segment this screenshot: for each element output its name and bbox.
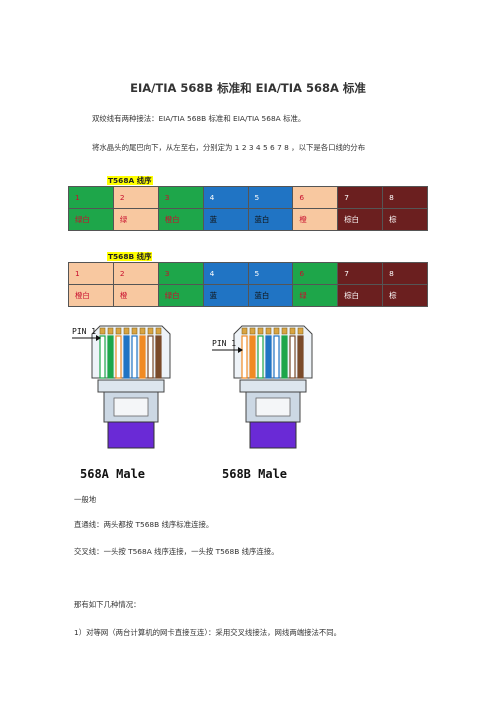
connector-568a-wire-2 <box>107 335 114 379</box>
connector-568b-wire-3 <box>257 335 264 379</box>
t568a-label-text: T568A 线序 <box>107 176 153 185</box>
connector-568a-contact-2 <box>107 327 114 335</box>
cases-text: 那有如下几种情况： <box>74 600 141 609</box>
t568a-color-7: 棕白 <box>337 208 384 231</box>
connector-568a-wire-7 <box>147 335 154 379</box>
t568b-color-5: 蓝白 <box>247 284 294 307</box>
connector-568b-wire-1 <box>241 335 248 379</box>
connector-568b-wire-5 <box>273 335 280 379</box>
t568b-color-7: 棕白 <box>337 284 384 307</box>
t568b-pin-8: 8 <box>382 262 428 285</box>
t568b-color-3: 绿白 <box>157 284 204 307</box>
connector-568b-wire-2 <box>249 335 256 379</box>
t568b-color-4: 蓝 <box>202 284 249 307</box>
t568b-pin-4: 4 <box>202 262 249 285</box>
t568a-color-2: 绿 <box>112 208 159 231</box>
intro-paragraph: 双绞线有两种接法：EIA/TIA 568B 标准和 EIA/TIA 568A 标… <box>92 114 306 123</box>
t568a-pin-5: 5 <box>247 186 294 209</box>
t568a-color-1: 绿白 <box>68 208 114 231</box>
t568a-table: 1 2 3 4 5 6 7 8 绿白 绿 橙白 蓝 蓝白 橙 棕白 棕 <box>68 186 428 231</box>
connector-568b-contact-1 <box>241 327 248 335</box>
t568a-color-6: 橙 <box>292 208 339 231</box>
connector-568b-contact-2 <box>249 327 256 335</box>
straight-cable-text: 直通线：两头都按 T568B 线序标准连接。 <box>74 520 214 529</box>
case-1-text: 1）对等网（两台计算机的网卡直接互连）：采用交叉线接法，网线两端接法不同。 <box>74 628 342 637</box>
t568a-pin-7: 7 <box>337 186 384 209</box>
t568b-color-6: 绿 <box>292 284 339 307</box>
caption-568a: 568A Male <box>80 467 145 481</box>
connector-568a-contact-3 <box>115 327 122 335</box>
connector-568a-contact-8 <box>155 327 162 335</box>
connector-568a-contact-7 <box>147 327 154 335</box>
t568b-color-8: 棕 <box>382 284 428 307</box>
connector-568a-wire-5 <box>131 335 138 379</box>
connector-568a: PIN 1 568A Male <box>72 325 171 481</box>
connector-568a-contact-6 <box>139 327 146 335</box>
connector-568a-wire-8 <box>155 335 162 379</box>
connector-568a-wire-4 <box>123 335 130 379</box>
connector-568b-wire-4 <box>265 335 272 379</box>
orientation-paragraph: 将水晶头的尾巴向下，从左至右，分别定为 1 2 3 4 5 6 7 8 ，以下是… <box>92 143 366 152</box>
t568b-pin-5: 5 <box>247 262 294 285</box>
page-title: EIA/TIA 568B 标准和 EIA/TIA 568A 标准 <box>130 81 366 95</box>
connector-568b: PIN 1 568B Male <box>212 325 313 481</box>
t568b-pin-6: 6 <box>292 262 339 285</box>
connector-568b-wire-6 <box>281 335 288 379</box>
connector-568b-wire-8 <box>297 335 304 379</box>
t568b-label: T568B 线序 <box>107 244 153 263</box>
t568a-pin-6: 6 <box>292 186 339 209</box>
connector-568b-contact-7 <box>289 327 296 335</box>
t568a-pin-1: 1 <box>68 186 114 209</box>
t568b-pin-3: 3 <box>157 262 204 285</box>
t568b-label-text: T568B 线序 <box>107 252 153 261</box>
t568a-color-4: 蓝 <box>202 208 249 231</box>
t568b-color-row: 橙白 橙 绿白 蓝 蓝白 绿 棕白 棕 <box>68 284 428 307</box>
connector-568b-contact-4 <box>265 327 272 335</box>
connector-568a-contact-5 <box>131 327 138 335</box>
connector-568a-wire-6 <box>139 335 146 379</box>
t568b-pin-1: 1 <box>68 262 114 285</box>
t568a-pin-2: 2 <box>112 186 159 209</box>
t568a-pin-8: 8 <box>382 186 428 209</box>
t568b-table: 1 2 3 4 5 6 7 8 橙白 橙 绿白 蓝 蓝白 绿 棕白 棕 <box>68 262 428 307</box>
t568b-pin-7: 7 <box>337 262 384 285</box>
connector-568b-contact-6 <box>281 327 288 335</box>
caption-568b: 568B Male <box>222 467 287 481</box>
t568b-pin-2: 2 <box>112 262 159 285</box>
crossover-cable-text: 交叉线：一头按 T568A 线序连接，一头按 T568B 线序连接。 <box>74 547 279 556</box>
t568a-pin-4: 4 <box>202 186 249 209</box>
connector-568a-wire-1 <box>99 335 106 379</box>
t568a-color-3: 橙白 <box>157 208 204 231</box>
connector-568b-contact-8 <box>297 327 304 335</box>
t568a-label: T568A 线序 <box>107 168 153 187</box>
connector-568b-contact-3 <box>257 327 264 335</box>
rj45-diagram: PIN 1 568A Male PIN 1 568B Male <box>72 325 313 481</box>
t568a-color-row: 绿白 绿 橙白 蓝 蓝白 橙 棕白 棕 <box>68 208 428 231</box>
pin-label-b: PIN 1 <box>212 339 236 348</box>
connector-568a-contact-1 <box>99 327 106 335</box>
t568a-color-5: 蓝白 <box>247 208 294 231</box>
general-text: 一般地 <box>74 495 97 504</box>
connector-568b-wire-7 <box>289 335 296 379</box>
t568a-color-8: 棕 <box>382 208 428 231</box>
pin-label-a: PIN 1 <box>72 327 96 336</box>
t568a-number-row: 1 2 3 4 5 6 7 8 <box>68 186 428 209</box>
t568b-number-row: 1 2 3 4 5 6 7 8 <box>68 262 428 285</box>
t568b-color-1: 橙白 <box>68 284 114 307</box>
connector-568a-wire-3 <box>115 335 122 379</box>
connector-568b-contact-5 <box>273 327 280 335</box>
t568a-pin-3: 3 <box>157 186 204 209</box>
t568b-color-2: 橙 <box>112 284 159 307</box>
connector-568a-contact-4 <box>123 327 130 335</box>
